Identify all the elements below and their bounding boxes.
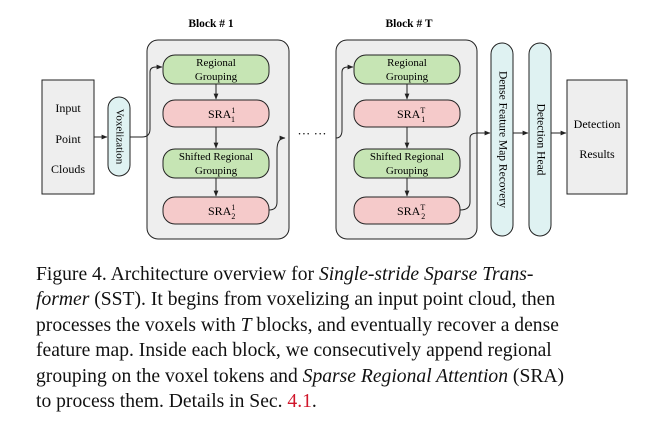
sra-base: SRA	[397, 204, 421, 218]
caption-line-4: feature map. Inside each block, we conse…	[36, 340, 552, 362]
block-1-regional-grouping: Regional Grouping	[162, 54, 270, 85]
sra-superscript: T	[420, 203, 425, 212]
sra-subscript: 2	[231, 212, 235, 221]
sra-base: SRA	[208, 204, 232, 218]
block-1-shifted-grouping: Shifted Regional Grouping	[162, 148, 270, 179]
detection-head-stage: Detection Head	[528, 42, 552, 237]
sra-superscript: T	[420, 106, 425, 115]
input-label-line2: Point	[55, 132, 81, 146]
detection-head-label: Detection Head	[534, 104, 546, 176]
flow-arrows	[94, 64, 567, 211]
dense-recovery-label: Dense Feature Map Recovery	[496, 71, 508, 208]
figure-caption: Figure 4. Architecture overview for Sing…	[36, 262, 636, 414]
sra-subscript: 1	[421, 115, 425, 124]
caption-line-3: processes the voxels with T blocks, and …	[36, 314, 559, 336]
block-t-title: Block # T	[385, 18, 432, 30]
block-ellipsis: ··· ···	[297, 126, 326, 141]
block-1-title: Block # 1	[188, 18, 234, 30]
sra-base: SRA	[397, 107, 421, 121]
output-label-line2: Results	[579, 147, 615, 161]
shifted-label-line2: Grouping	[195, 165, 238, 177]
input-point-clouds-box: Input Point Clouds	[41, 79, 95, 195]
shifted-label-line2: Grouping	[386, 165, 429, 177]
output-label-line1: Detection	[574, 117, 621, 131]
detection-results-box: Detection Results	[566, 79, 628, 195]
caption-line-5: grouping on the voxel tokens and Sparse …	[36, 365, 565, 387]
input-label-line3: Clouds	[51, 162, 85, 176]
dense-feature-map-recovery-stage: Dense Feature Map Recovery	[490, 42, 514, 237]
grouping-label-line2: Grouping	[195, 71, 238, 83]
sra-subscript: 1	[231, 115, 235, 124]
grouping-label-line1: Regional	[196, 57, 236, 69]
sra-superscript: 1	[231, 106, 235, 115]
sra-base: SRA	[208, 107, 232, 121]
caption-line-6: to process them. Details in Sec. 4.1.	[36, 391, 317, 413]
caption-line-1: Figure 4. Architecture overview for Sing…	[36, 264, 534, 285]
input-label-line1: Input	[55, 101, 81, 115]
section-reference-link[interactable]: 4.1	[287, 391, 312, 413]
grouping-label-line2: Grouping	[386, 71, 429, 83]
block-t-shifted-grouping: Shifted Regional Grouping	[353, 148, 461, 179]
sra-subscript: 2	[421, 212, 425, 221]
block-t-regional-grouping: Regional Grouping	[353, 54, 461, 85]
voxelization-label: Voxelization	[113, 109, 125, 165]
sra-superscript: 1	[231, 203, 235, 212]
voxelization-stage: Voxelization	[107, 96, 131, 177]
shifted-label-line1: Shifted Regional	[370, 151, 444, 163]
grouping-label-line1: Regional	[387, 57, 427, 69]
caption-line-2: former (SST). It begins from voxelizing …	[36, 289, 556, 311]
architecture-figure: Input Point Clouds Voxelization Block # …	[41, 18, 628, 240]
shifted-label-line1: Shifted Regional	[179, 151, 253, 163]
